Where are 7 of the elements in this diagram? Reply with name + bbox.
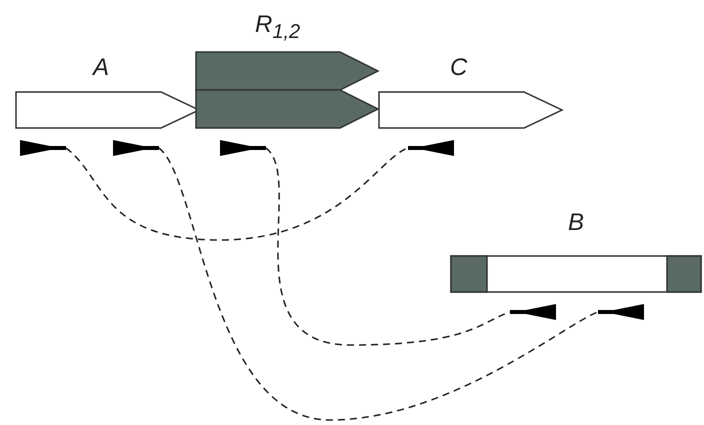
gene-label: C — [450, 55, 468, 81]
gene-label: A — [93, 55, 110, 81]
gene-label: B — [568, 210, 584, 236]
dashed-connector — [158, 148, 598, 421]
dashed-connector — [66, 147, 408, 241]
dashed-connector — [265, 148, 510, 346]
gene-label: R$_{1,2}$ — [255, 12, 300, 45]
